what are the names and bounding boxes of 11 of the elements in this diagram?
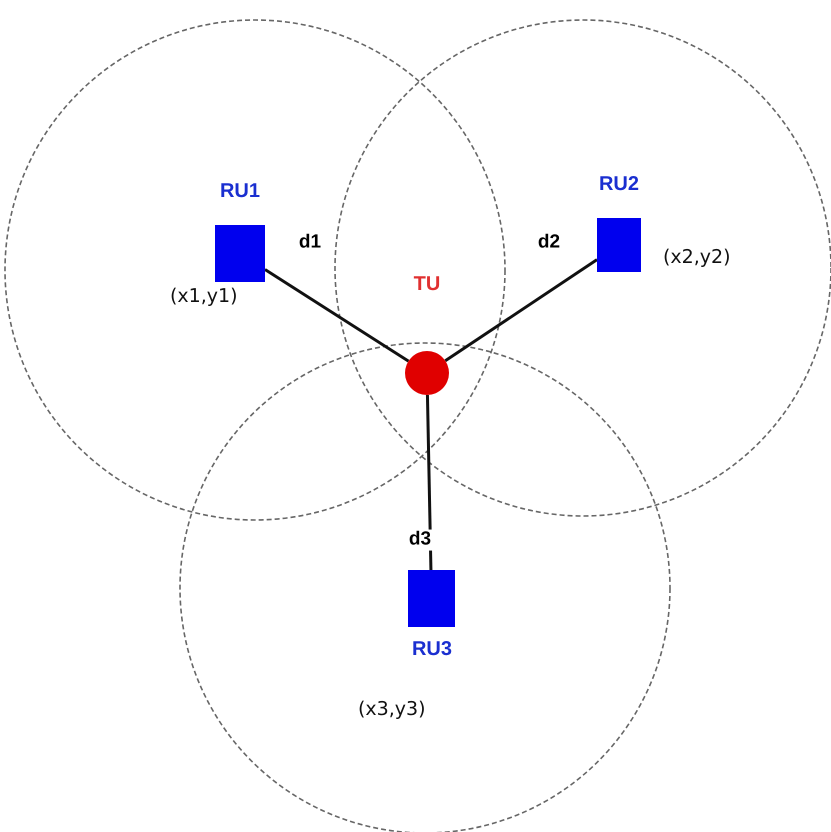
node-label: RU2 bbox=[599, 173, 639, 196]
edge-label: d3 bbox=[406, 530, 434, 550]
connector-line bbox=[264, 268, 410, 362]
connector-line bbox=[426, 394, 432, 570]
coordinate-label: (x1,y1) bbox=[170, 285, 238, 307]
connector-line bbox=[444, 258, 598, 362]
node-label: RU3 bbox=[412, 638, 452, 661]
coordinate-label: (x3,y3) bbox=[358, 698, 426, 720]
coordinate-label: (x2,y2) bbox=[663, 246, 731, 268]
node-label: RU1 bbox=[220, 180, 260, 203]
node-label: TU bbox=[414, 273, 440, 296]
